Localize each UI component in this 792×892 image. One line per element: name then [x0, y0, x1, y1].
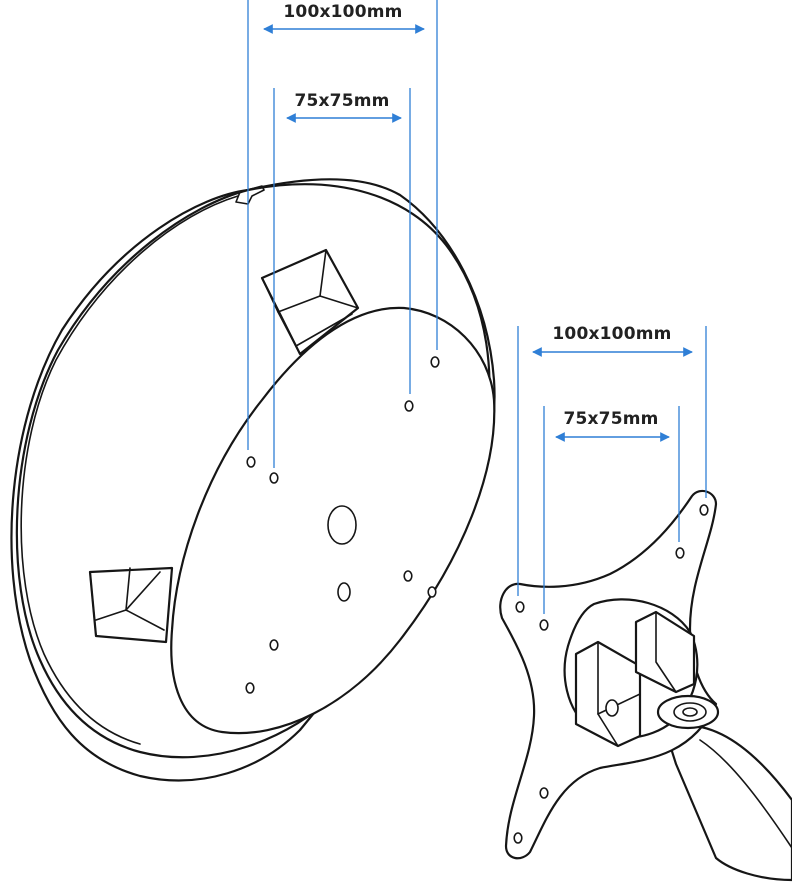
hole-100-br	[427, 586, 437, 598]
top-handle-pocket	[260, 248, 360, 356]
center-hole	[327, 505, 357, 545]
hole-100-tl	[246, 456, 256, 468]
monitor-guides	[247, 0, 438, 468]
arm-joint-core	[682, 707, 698, 717]
mount-hole-75-bl	[539, 787, 549, 799]
monitor-back	[10, 178, 496, 782]
hole-100-bl	[245, 682, 255, 694]
monitor-rim-edge	[20, 195, 239, 745]
mount-vesa-holes	[513, 504, 709, 844]
hole-75-tl	[269, 472, 279, 484]
arm-highlight	[699, 739, 792, 849]
mount-hole-100-bl	[513, 832, 523, 844]
hole-100-tr	[430, 356, 440, 368]
left-handle-pocket	[88, 566, 174, 644]
bracket-pivot-hole	[605, 699, 619, 717]
arm-tube	[662, 723, 792, 882]
arm-joint-ring	[656, 694, 720, 730]
monitor-vesa-holes	[245, 356, 440, 694]
label-monitor-100: 100x100mm	[283, 2, 402, 22]
mount-hole-75-tr	[675, 547, 685, 559]
mount-bracket	[574, 610, 720, 748]
label-monitor-75: 75x75mm	[294, 91, 389, 111]
label-mount-75: 75x75mm	[563, 409, 658, 429]
mount-hole-75-tl	[539, 619, 549, 631]
hole-75-br	[403, 570, 413, 582]
hole-75-tr	[404, 400, 414, 412]
mount-assembly	[499, 489, 792, 882]
center-small-hole	[337, 582, 351, 602]
mount-hole-100-tr	[699, 504, 709, 516]
mount-guides	[517, 326, 707, 614]
arm-joint-inner	[673, 702, 707, 722]
mount-hole-100-tl	[515, 601, 525, 613]
label-mount-100: 100x100mm	[552, 324, 671, 344]
hole-75-bl	[269, 639, 279, 651]
